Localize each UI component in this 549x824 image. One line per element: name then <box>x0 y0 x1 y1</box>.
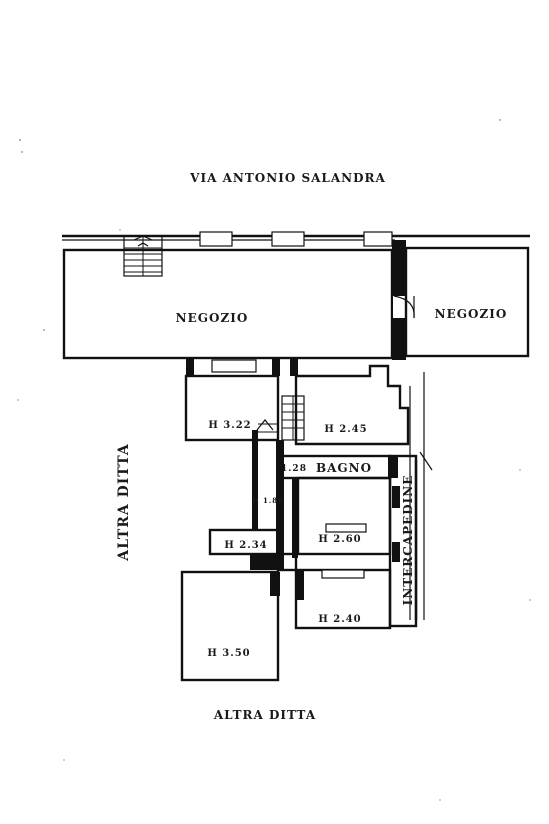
room-negozio-main-label: NEGOZIO <box>176 311 249 325</box>
internal-stair <box>256 395 305 441</box>
room-h322-label: H 3.22 <box>208 420 251 431</box>
room-h234-label: H 2.34 <box>224 540 267 551</box>
left-neighbour-label: ALTRA DITTA <box>116 443 132 562</box>
room-h322: H 3.22 <box>184 374 280 442</box>
room-h240-label: H 2.40 <box>318 614 361 625</box>
intercapedine-label: INTERCAPEDINE <box>401 475 415 606</box>
corridor-walls: H 1.88 <box>252 430 298 570</box>
room-bagno-height: 1.28 <box>281 464 307 474</box>
room-h350: H 3.50 <box>180 570 280 682</box>
room-h260-label: H 2.60 <box>318 534 361 545</box>
room-bagno: 1.28 BAGNO <box>278 454 398 480</box>
street-label: VIA ANTONIO SALANDRA <box>189 171 386 185</box>
connecting-door <box>392 240 415 360</box>
stair-height-label: H 1.88 <box>252 496 284 505</box>
room-h245-label: H 2.45 <box>324 424 367 435</box>
entrance-steps <box>123 235 163 277</box>
room-negozio-right: NEGOZIO <box>404 246 530 358</box>
room-negozio-main: NEGOZIO <box>62 248 394 360</box>
room-h260: H 2.60 <box>296 476 392 556</box>
room-bagno-label: BAGNO <box>316 461 372 475</box>
scan-specks <box>17 119 531 801</box>
intercapedine-shaft: INTERCAPEDINE <box>388 454 418 628</box>
room-h240: H 2.40 <box>294 568 392 630</box>
room-h234: H 2.34 <box>208 528 282 556</box>
facade-wall <box>62 231 530 247</box>
lower-wall-stubs <box>186 358 298 376</box>
junction-post <box>250 552 298 572</box>
room-negozio-right-label: NEGOZIO <box>435 307 508 321</box>
bottom-neighbour-label: ALTRA DITTA <box>213 708 316 722</box>
room-h350-label: H 3.50 <box>207 648 250 659</box>
room-h245: H 2.45 <box>294 364 410 446</box>
